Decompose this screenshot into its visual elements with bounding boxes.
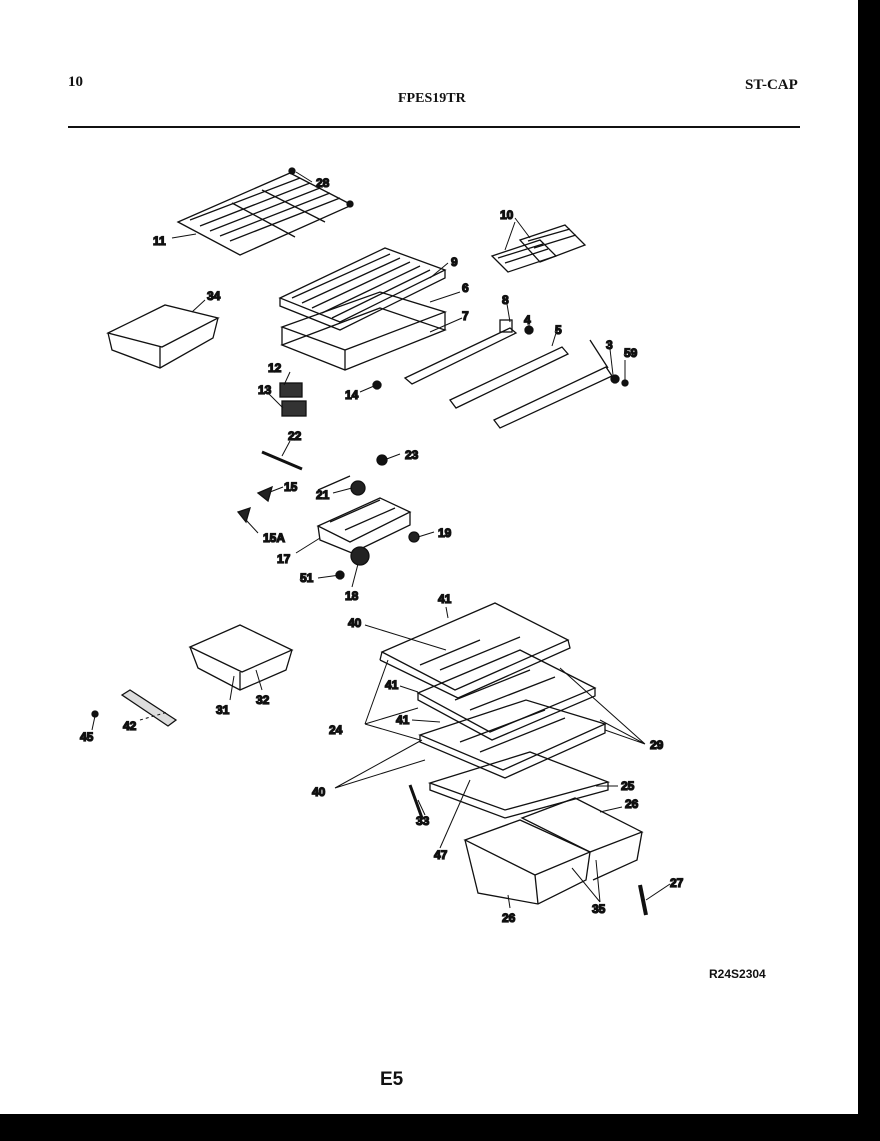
control-housing [316,497,412,554]
callout-41-low: 41 [396,713,410,727]
shelf-support-peg [346,200,354,208]
callout-27: 27 [670,876,684,890]
callout-45: 45 [80,730,94,744]
callout-9: 9 [451,255,458,269]
callout-26-left: 26 [502,911,516,925]
callout-5: 5 [555,323,562,337]
glass-shelf-top [379,602,571,699]
callout-40-bottom: 40 [312,785,326,799]
section-code: ST-CAP [745,77,798,93]
callout-33: 33 [416,814,430,828]
drawer-slide [638,884,648,916]
callout-17: 17 [277,552,291,566]
leader-lines [91,171,671,909]
parts-sheet [0,0,858,1114]
callout-3: 3 [606,338,613,352]
callout-12: 12 [268,361,282,375]
callout-29: 29 [650,738,664,752]
callout-7: 7 [462,309,469,323]
callout-23: 23 [405,448,419,462]
callout-10: 10 [500,208,514,222]
glass-shelf-lower [418,699,607,779]
shelf-rail [449,346,570,409]
callout-28: 28 [316,176,330,190]
scan-border-bottom [0,1114,880,1141]
shelf-bracket [403,319,518,385]
glass-shelf-middle [416,649,597,741]
callout-25: 25 [621,779,635,793]
callout-11: 11 [153,234,166,248]
callout-15a: 15A [263,531,285,545]
screw [610,374,620,384]
control-knob [376,454,388,466]
callout-4: 4 [524,313,531,327]
callout-47: 47 [434,848,448,862]
screw [621,379,629,387]
trim-rail [120,689,178,727]
page-code: E5 [380,1069,404,1090]
callout-18: 18 [345,589,359,603]
page-number: 10 [68,74,83,90]
control-dial [350,546,370,566]
shelf-support-peg [288,167,296,175]
light-socket [408,531,420,543]
callout-35: 35 [592,902,606,916]
crisper-drawer-right [520,797,644,881]
callout-32: 32 [256,693,270,707]
light-bulb [236,485,274,524]
callout-21: 21 [316,488,330,502]
shelf-support [408,784,424,819]
callout-24: 24 [329,723,343,737]
callout-31: 31 [216,703,230,717]
callout-13: 13 [258,383,272,397]
callout-34: 34 [207,289,221,303]
crisper-drawer-left [463,819,592,905]
ice-trays [490,224,587,273]
callout-19: 19 [438,526,452,540]
callout-41-top: 41 [438,592,452,606]
shelf-rail-lower [493,339,613,429]
model-number: FPES19TR [398,91,466,106]
callout-51: 51 [300,571,314,585]
crisper-cover [427,751,611,819]
scan-border-right [858,0,880,1141]
freezer-pan [280,291,448,371]
door-bin-freezer [106,304,220,369]
callout-59: 59 [624,346,638,360]
tube [261,450,303,471]
callout-22: 22 [288,429,302,443]
callout-6: 6 [462,281,469,295]
thermostat [350,480,366,496]
damper-parts [279,380,382,417]
callout-14: 14 [345,388,359,402]
callout-41-mid: 41 [385,678,399,692]
diagram-reference: R24S2304 [709,967,766,981]
wire-lead [317,475,351,491]
callout-42: 42 [123,719,137,733]
callout-40-top: 40 [348,616,362,630]
callout-15: 15 [284,480,298,494]
utility-bin [188,624,294,691]
header-rule [68,126,800,128]
freezer-shelf-grille [278,247,447,331]
callout-26-right: 26 [625,797,639,811]
callout-8: 8 [502,293,509,307]
